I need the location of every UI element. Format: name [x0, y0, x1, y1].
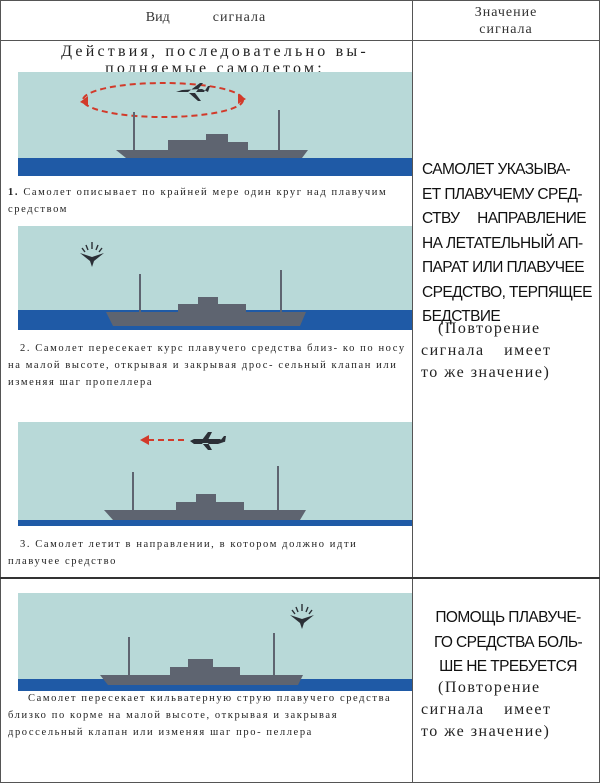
signal-2-caption: 2. Самолет пересекает курс плавучего сре…: [8, 340, 408, 391]
meaning-1-line: средство, терпящее: [422, 283, 593, 301]
signal-3-drawing: [104, 432, 306, 520]
circle-path-arrow: [82, 82, 244, 118]
meaning-2-text: Помощь плавуче- го средства боль- ше не …: [418, 606, 598, 680]
signal-1-caption: 1. Самолет описывает по крайней мере оди…: [8, 184, 408, 218]
direction-arrow: [140, 435, 184, 445]
ship-icon: [100, 633, 303, 685]
meaning-1-line: бедствие: [422, 308, 501, 325]
sea: [18, 520, 412, 526]
header-col2-line2: сигнала: [479, 22, 533, 37]
repeat-line: (Повторение: [438, 320, 541, 337]
meaning-1-text: Самолет указыва- ет плавучему сред- ству…: [422, 158, 594, 330]
diving-airplane-icon: [80, 242, 104, 267]
repeat-line: то же значение): [421, 723, 551, 740]
header-top-border: [0, 0, 600, 1]
meaning-1-line: на летательный ап-: [422, 234, 583, 252]
header-bottom-border: [0, 40, 600, 41]
ship-icon: [106, 270, 306, 326]
diving-airplane-icon: [290, 604, 314, 629]
ship-icon: [104, 466, 306, 520]
header-col2: Значение сигнала: [412, 4, 600, 38]
repeat-line: то же значение): [421, 364, 551, 381]
repeat-line: сигнала имеет: [421, 701, 552, 718]
header-col1-word2: сигнала: [212, 10, 267, 25]
header-col2-line1: Значение: [474, 5, 538, 20]
signal-2-illustration: [18, 226, 412, 330]
meaning-1-line: парат или плавучее: [422, 259, 585, 276]
repeat-line: (Повторение: [438, 679, 541, 696]
repeat-line: сигнала имеет: [421, 342, 552, 359]
table-left-border: [0, 0, 1, 783]
arrowhead-right: [238, 94, 246, 104]
signal-4-drawing: [100, 604, 314, 685]
meaning-1-line: Самолет указыва-: [422, 161, 571, 178]
signal-3-text: 3. Самолет летит в направлении, в которо…: [8, 539, 358, 567]
signal-3-caption: 3. Самолет летит в направлении, в которо…: [8, 536, 408, 570]
signal-4-caption: Самолет пересекает кильватерную струю пл…: [8, 690, 408, 741]
meaning-2-line: го средства боль-: [433, 633, 583, 651]
signal-2-drawing: [80, 242, 306, 326]
sea: [18, 158, 412, 176]
header-col1-word1: Вид: [145, 10, 170, 25]
airplane-icon: [176, 83, 210, 101]
signal-4-text: Самолет пересекает кильватерную струю пл…: [8, 693, 392, 738]
signal-1-drawing: [80, 82, 308, 158]
meaning-1-line: ет плавучему сред-: [422, 185, 583, 203]
signal-1-text: Самолет описывает по крайней мере один к…: [8, 187, 388, 215]
signal-4-illustration: [18, 593, 412, 691]
meaning-1-repeat-note: (Повторение сигнала имеет то же значение…: [418, 318, 598, 384]
signal-3-illustration: [18, 422, 412, 526]
airplane-icon: [190, 432, 226, 450]
actions-heading-line1: Действия, последовательно вы-: [61, 43, 369, 60]
meaning-1-line: ству направление: [422, 210, 587, 227]
signal-1-number: 1.: [8, 187, 20, 198]
ship-icon: [116, 110, 308, 158]
column-divider: [412, 0, 413, 783]
signal-1-illustration: [18, 72, 412, 176]
meaning-2-repeat-note: (Повторение сигнала имеет то же значение…: [418, 677, 598, 743]
arrowhead-left: [80, 96, 88, 106]
meaning-2-line: Помощь плавуче-: [435, 609, 581, 626]
header-col1: Вид сигнала: [0, 10, 412, 26]
section-divider: [0, 577, 600, 579]
signal-2-text: 2. Самолет пересекает курс плавучего сре…: [8, 343, 406, 388]
meaning-2-line: ше не требуется: [439, 658, 577, 675]
